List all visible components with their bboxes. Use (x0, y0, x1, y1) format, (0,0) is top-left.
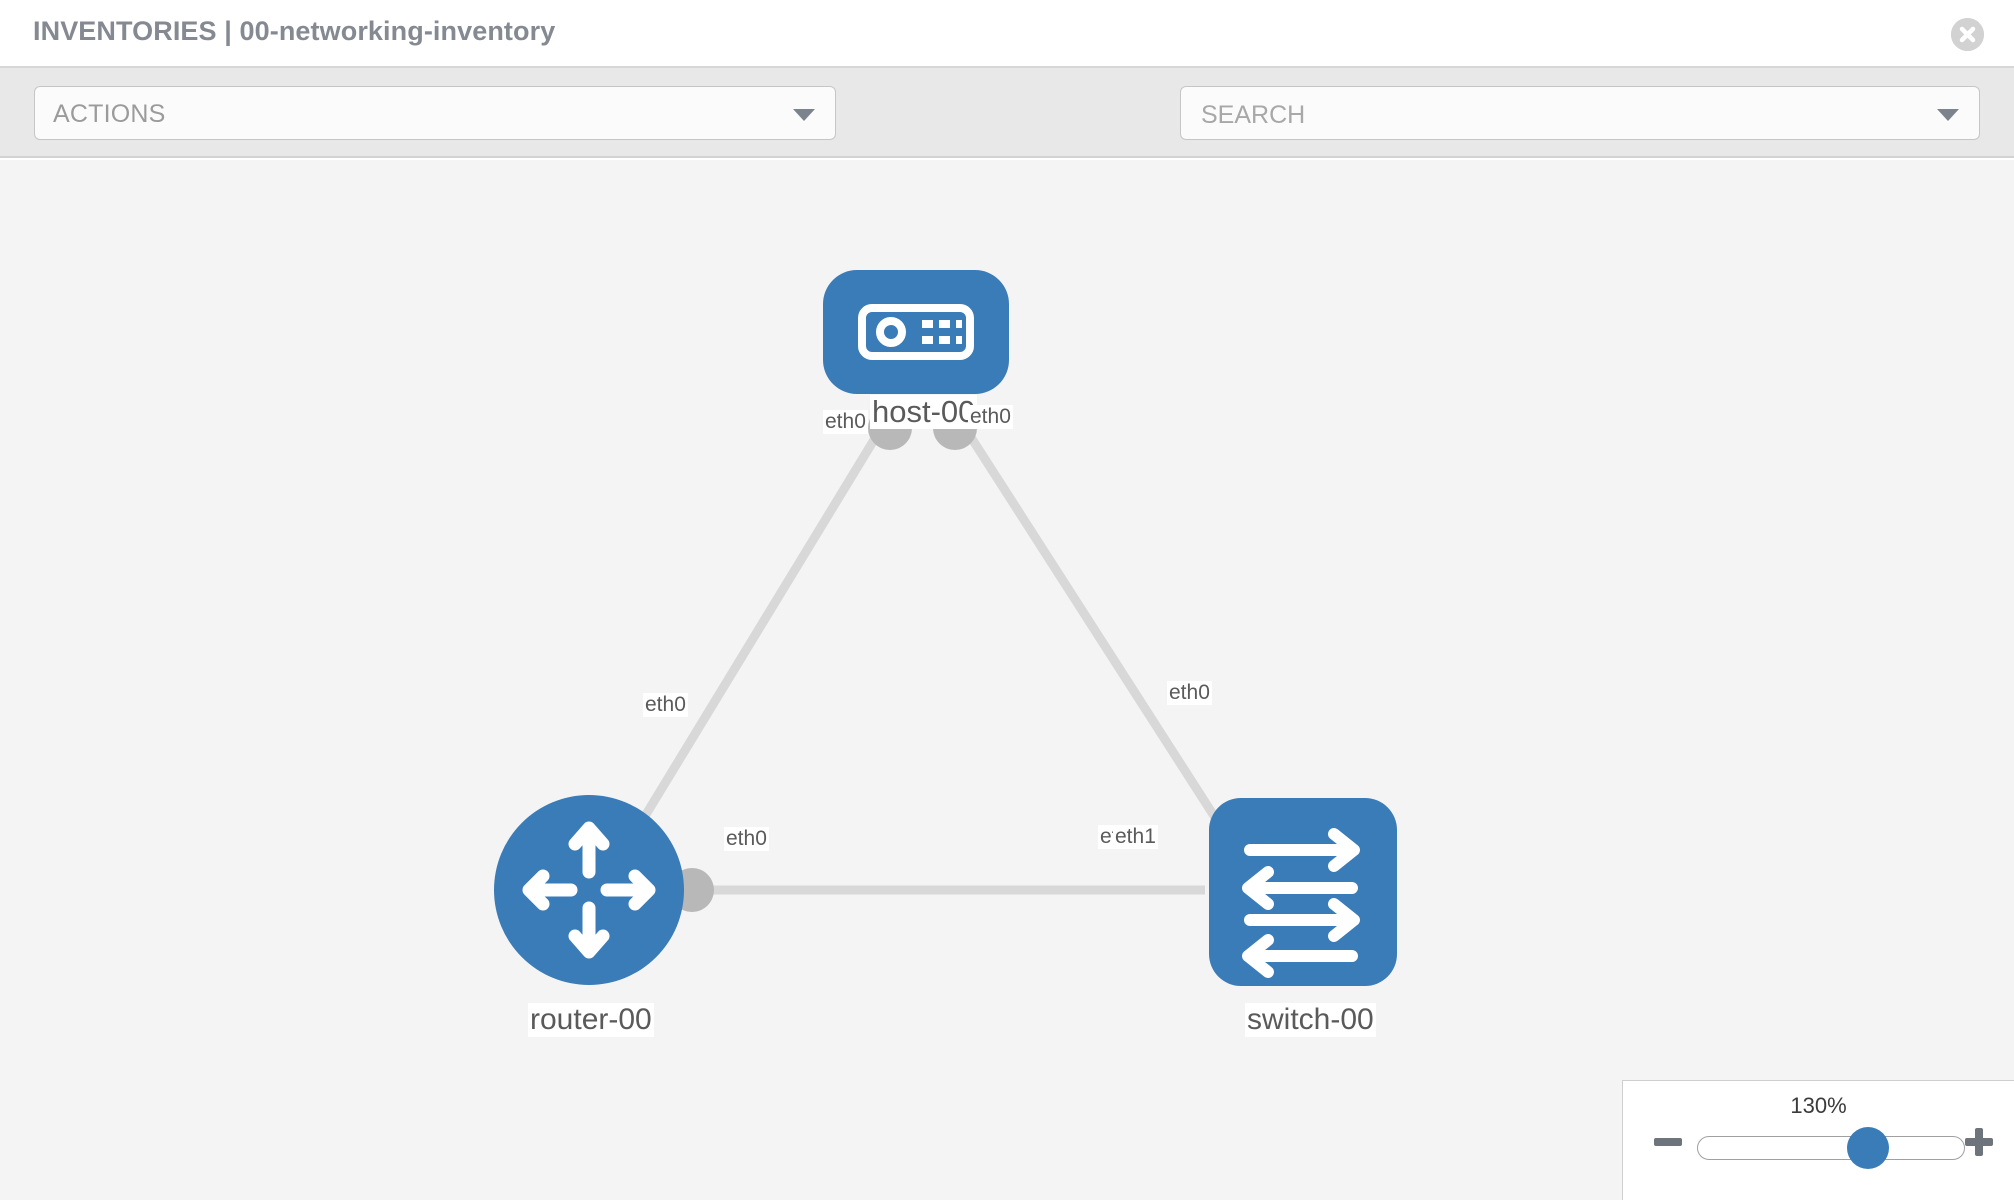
node-switch-00[interactable] (1209, 798, 1397, 986)
search-chevron-down-icon[interactable] (1937, 109, 1959, 121)
zoom-in-button[interactable] (1962, 1125, 1996, 1159)
topology-links (596, 425, 1254, 895)
server-icon (858, 304, 974, 360)
search-input[interactable] (1199, 98, 1903, 132)
node-label-host-00: host-00 (870, 394, 978, 429)
router-arrows-icon (522, 821, 656, 959)
iface-label-host-right: eth0 (968, 405, 1013, 429)
zoom-control-panel: 130% (1622, 1080, 2014, 1200)
search-field[interactable] (1180, 86, 1980, 140)
topology-graph (494, 270, 1397, 986)
zoom-percent-label: 130% (1790, 1093, 1847, 1118)
switch-arrows-icon (1242, 828, 1360, 978)
iface-label-switch-up: eth0 (1167, 681, 1212, 705)
toolbar: ACTIONS (0, 68, 2014, 198)
topology-canvas[interactable]: host-00 router-00 switch-00 eth0 eth0 et… (0, 160, 2014, 1200)
close-icon (1951, 18, 1984, 51)
page-title: INVENTORIES | 00-networking-inventory (33, 16, 556, 46)
close-button[interactable] (1951, 18, 1984, 51)
zoom-slider-track[interactable] (1697, 1136, 1965, 1160)
actions-dropdown[interactable]: ACTIONS (34, 86, 836, 140)
actions-dropdown-label: ACTIONS (53, 100, 166, 128)
iface-label-switch-left-b: eth1 (1113, 825, 1158, 849)
iface-label-router-up: eth0 (643, 693, 688, 717)
iface-label-host-left: eth0 (823, 410, 868, 434)
zoom-out-button[interactable] (1651, 1125, 1685, 1159)
link-host-switch[interactable] (961, 425, 1254, 875)
page-header: INVENTORIES | 00-networking-inventory (0, 0, 2014, 68)
node-host-00[interactable] (823, 270, 1009, 394)
node-label-router-00: router-00 (528, 1003, 654, 1037)
node-router-00[interactable] (494, 795, 684, 985)
link-host-router[interactable] (596, 427, 884, 893)
plus-icon (1965, 1128, 1993, 1156)
zoom-slider-handle[interactable] (1847, 1127, 1889, 1169)
chevron-down-icon (793, 109, 815, 121)
iface-label-router-right: eth0 (724, 827, 769, 851)
minus-icon (1654, 1138, 1682, 1146)
node-label-switch-00: switch-00 (1245, 1003, 1376, 1037)
